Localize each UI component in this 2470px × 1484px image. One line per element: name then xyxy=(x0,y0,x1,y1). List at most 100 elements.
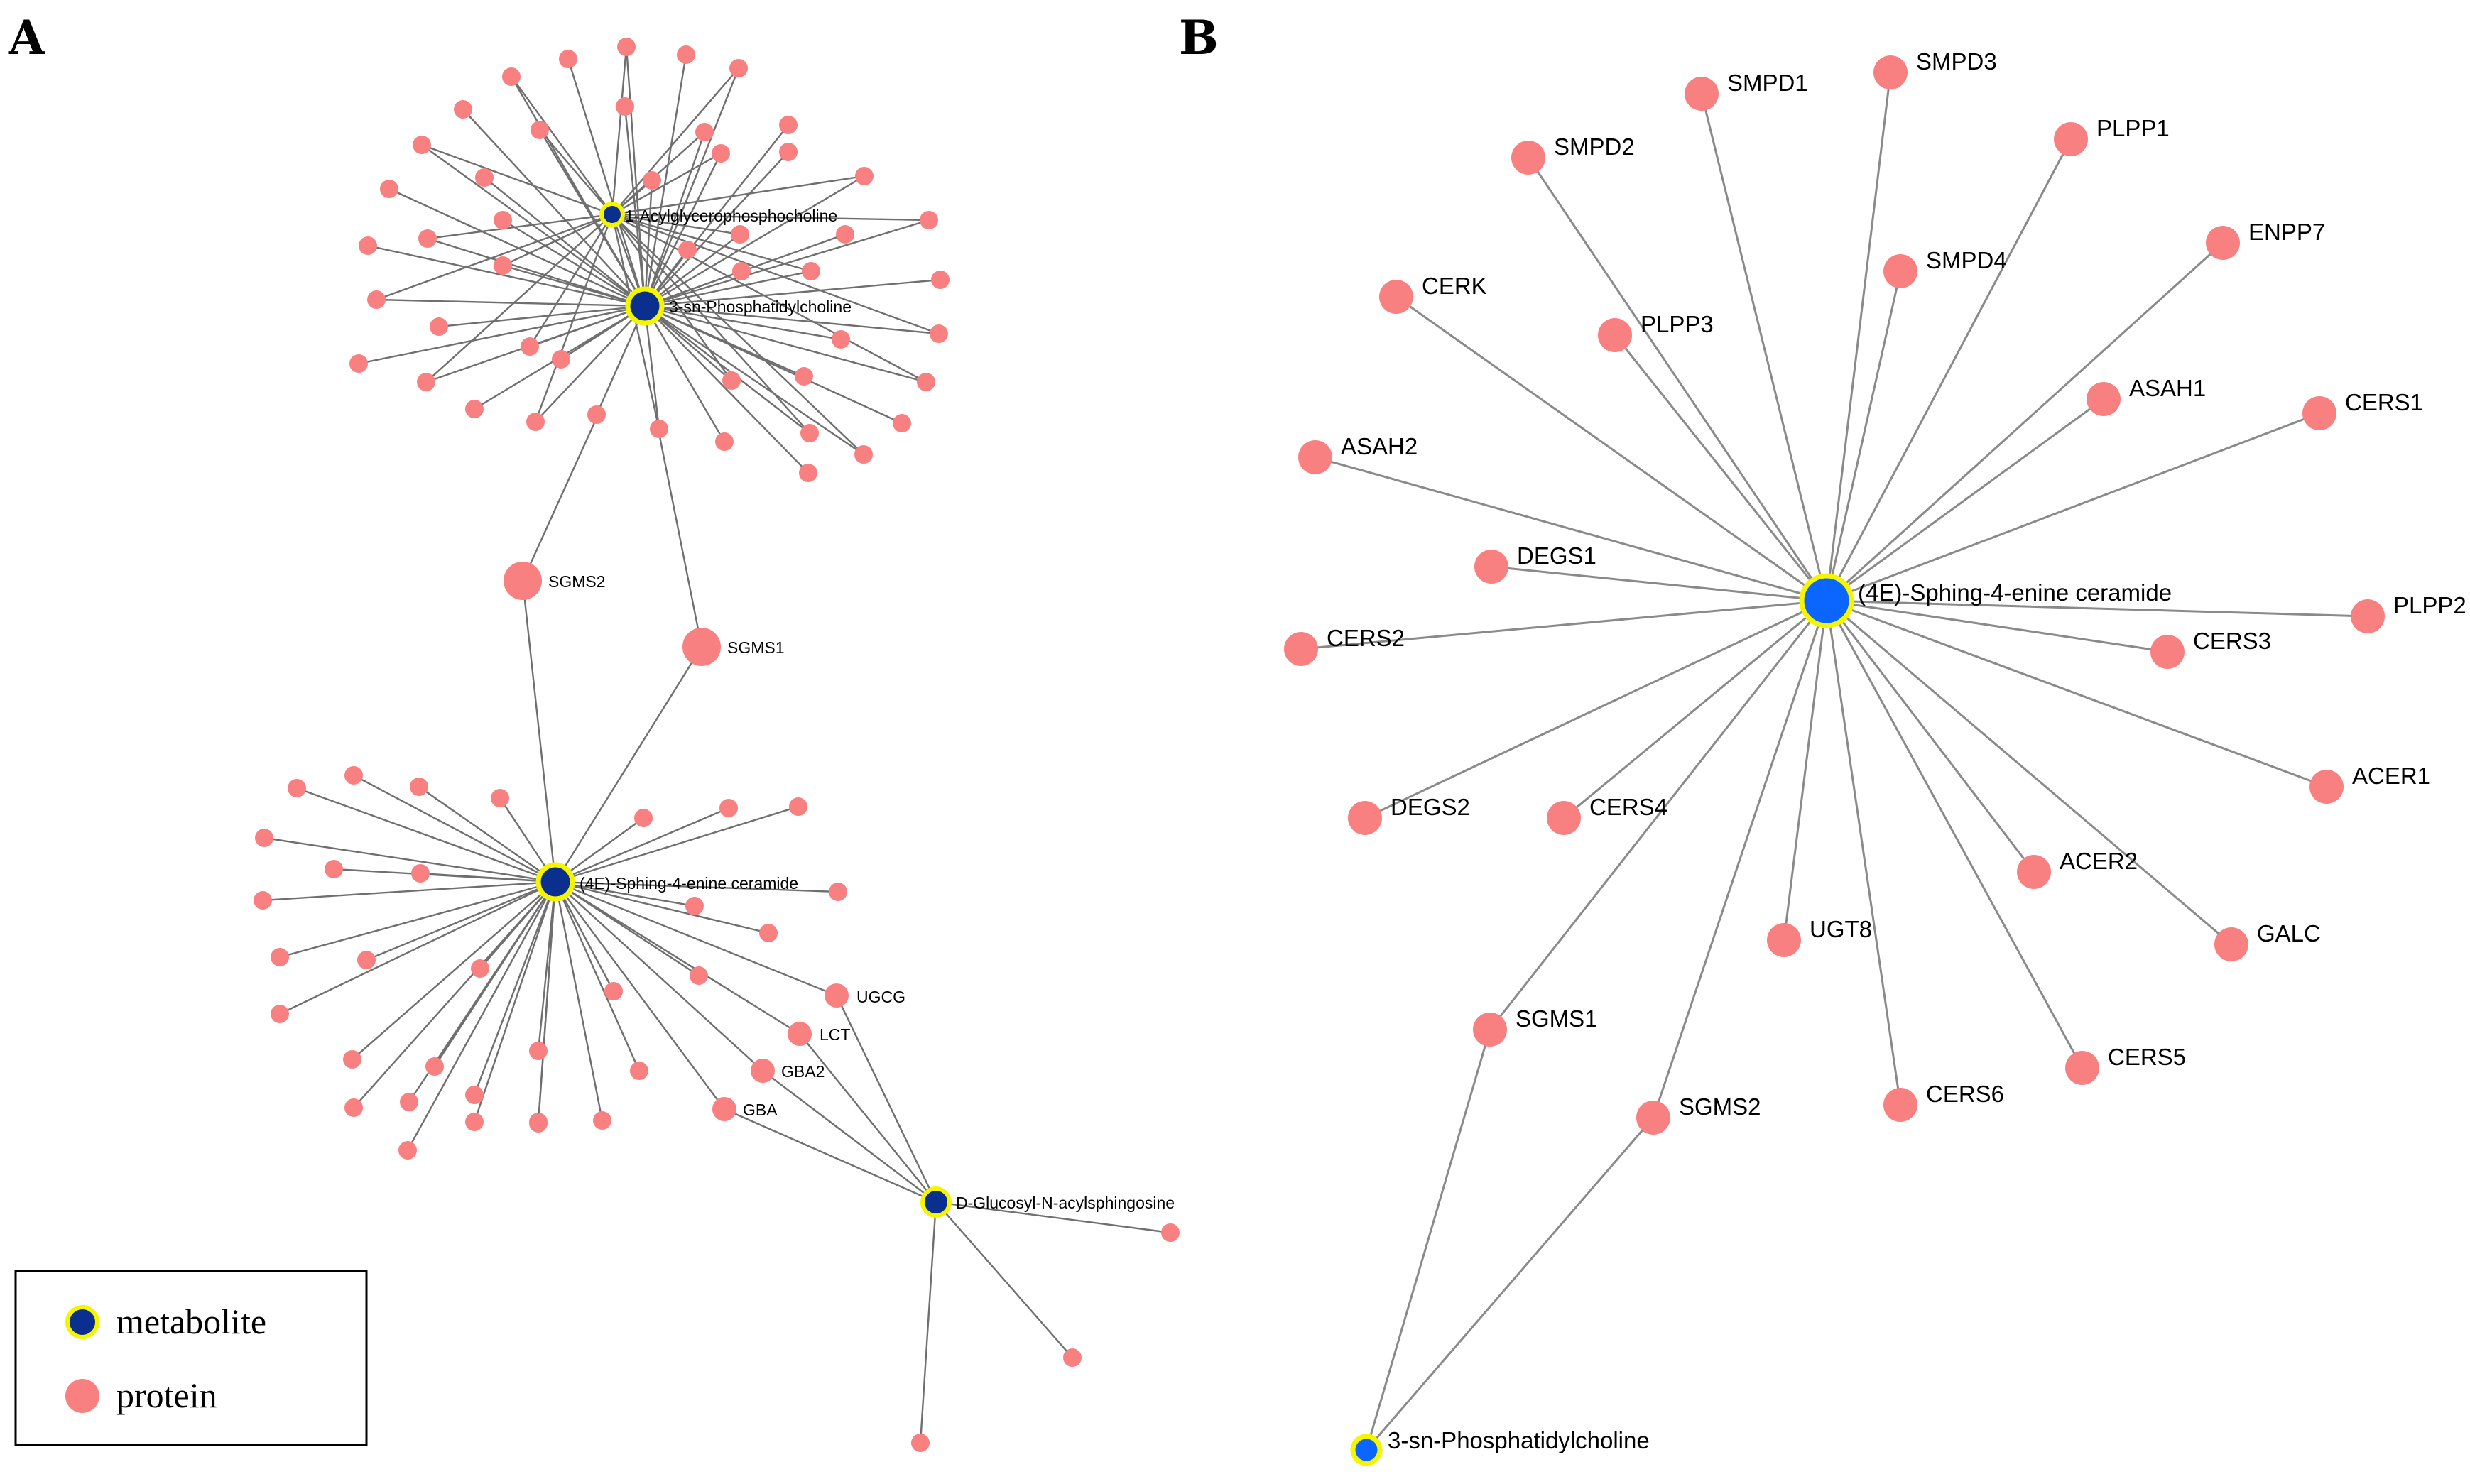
edge-a-pc-16 xyxy=(427,237,646,307)
edge-a-cer-28 xyxy=(555,807,729,883)
protein-node-b-cers5 xyxy=(2065,1051,2099,1085)
protein-node-a xyxy=(719,799,738,817)
edge-a-acyl-38 xyxy=(534,214,614,422)
protein-node-a xyxy=(271,948,289,966)
edge-b-cers3 xyxy=(1826,599,2168,653)
protein-node-a xyxy=(349,354,368,373)
protein-node-a xyxy=(359,236,377,255)
edge-a-cer-9 xyxy=(366,880,556,961)
edge-a-cer-10 xyxy=(279,880,556,1015)
protein-node-a-gba xyxy=(712,1097,736,1121)
edge-a-pc-43 xyxy=(644,305,903,425)
protein-node-b-ugt8 xyxy=(1767,923,1801,957)
metabolite-node-a-pc xyxy=(625,286,665,326)
protein-node-b-sgms1 xyxy=(1473,1013,1507,1047)
edge-b-sgms2 xyxy=(1652,600,1828,1118)
protein-label-b-enpp7: ENPP7 xyxy=(2248,219,2325,245)
protein-node-b-plpp1 xyxy=(2054,122,2088,156)
protein-label-b-plpp2: PLPP2 xyxy=(2393,592,2466,618)
metabolite-node-b-pc xyxy=(1350,1434,1383,1466)
edge-b-galc xyxy=(1826,599,2232,946)
protein-node-a xyxy=(418,229,437,248)
edge-a-cer-enz-3 xyxy=(555,881,725,1110)
edge-b-smpd4 xyxy=(1825,271,1902,601)
protein-node-b-cers3 xyxy=(2150,635,2185,669)
protein-node-a xyxy=(465,1113,484,1131)
edge-a-pc-38 xyxy=(535,305,646,422)
protein-node-a xyxy=(288,779,306,797)
protein-node-a xyxy=(732,262,751,280)
protein-node-b-asah1 xyxy=(2087,382,2121,416)
panel-a-nodes xyxy=(254,38,1180,1452)
edge-a-cer-17 xyxy=(473,881,557,1123)
edge-a-cer-enz-0 xyxy=(555,880,837,997)
protein-node-a xyxy=(410,778,428,796)
protein-node-a xyxy=(695,123,714,141)
edge-a-cer-29 xyxy=(555,805,799,883)
edge-a-sgms1-cer xyxy=(554,646,703,883)
metabolite-node-b-center xyxy=(1799,573,1854,628)
metabolite-label-a-m_cer: (4E)-Sphing-4-enine ceramide xyxy=(580,874,798,893)
protein-label-b-plpp3: PLPP3 xyxy=(1641,311,1714,337)
protein-node-a xyxy=(430,317,448,336)
edge-a-cer-19 xyxy=(554,881,604,1121)
edge-b-cers4 xyxy=(1563,599,1827,819)
edge-a-pc-46 xyxy=(643,180,653,307)
edge-a-acyl-42 xyxy=(611,214,810,434)
protein-node-a xyxy=(254,891,272,910)
legend: metabolite protein xyxy=(14,1270,368,1446)
edge-a-pc-22 xyxy=(502,264,646,307)
edge-a-pc-sgms2 xyxy=(521,411,601,582)
edge-a-pc-14 xyxy=(644,175,865,307)
edge-a-cer-31 xyxy=(537,881,557,1124)
protein-node-a xyxy=(325,860,343,878)
protein-node-a xyxy=(911,1434,930,1452)
protein-node-a xyxy=(917,373,935,391)
protein-node-a xyxy=(494,211,512,229)
protein-node-a xyxy=(255,829,273,847)
protein-node-a xyxy=(617,38,636,56)
edge-a-pc-2 xyxy=(625,46,646,307)
edge-a-cer-2 xyxy=(418,786,556,883)
protein-node-a xyxy=(529,1042,548,1060)
protein-node-a xyxy=(893,414,911,432)
edge-a-pc-27 xyxy=(438,305,646,328)
protein-node-a xyxy=(491,789,509,807)
protein-node-a xyxy=(678,241,697,259)
edge-a-glc-enz-0 xyxy=(835,995,937,1203)
edge-a-pc-30 xyxy=(644,305,940,335)
protein-node-a xyxy=(559,50,577,68)
protein-node-a xyxy=(587,405,606,424)
protein-node-a xyxy=(779,143,798,161)
protein-node-a-lct xyxy=(788,1022,812,1046)
protein-node-a xyxy=(616,97,634,116)
edge-a-acyl-28 xyxy=(528,214,614,347)
protein-node-b-smpd1 xyxy=(1685,77,1719,111)
edge-a-acyl-16 xyxy=(427,213,613,240)
panel-a-edges xyxy=(262,46,1171,1444)
protein-node-b-plpp3 xyxy=(1598,318,1632,352)
protein-node-b-cers4 xyxy=(1547,801,1581,835)
edge-b-degs2 xyxy=(1364,599,1827,819)
metabolite-node-a-acyl xyxy=(599,202,625,227)
protein-label-a-sgms1: SGMS1 xyxy=(727,638,785,657)
edge-a-cer-7 xyxy=(262,880,556,902)
metabolite-label-b-center: (4E)-Sphing-4-enine ceramide xyxy=(1858,579,2172,606)
protein-label-b-cers2: CERS2 xyxy=(1327,625,1405,651)
protein-label-b-cers6: CERS6 xyxy=(1926,1081,2004,1107)
edge-b-plpp3 xyxy=(1614,334,1828,601)
edge-b-sgms1 xyxy=(1489,600,1828,1030)
edge-a-pc-6 xyxy=(538,129,646,307)
protein-node-b-degs2 xyxy=(1348,801,1382,835)
edge-a-cer-16 xyxy=(406,881,557,1151)
edge-a-acyl-44 xyxy=(611,214,864,455)
edge-a-pc-1 xyxy=(567,58,646,307)
edge-b-smpd2 xyxy=(1527,157,1828,601)
edge-a-acyl-14 xyxy=(611,175,865,216)
edge-a-acyl-34 xyxy=(611,214,732,381)
protein-node-a xyxy=(343,1050,361,1069)
protein-node-a-sgms1 xyxy=(682,628,721,666)
protein-node-a xyxy=(494,256,512,275)
edge-a-acyl-10 xyxy=(421,143,613,216)
edge-a-pc-7 xyxy=(624,106,646,307)
